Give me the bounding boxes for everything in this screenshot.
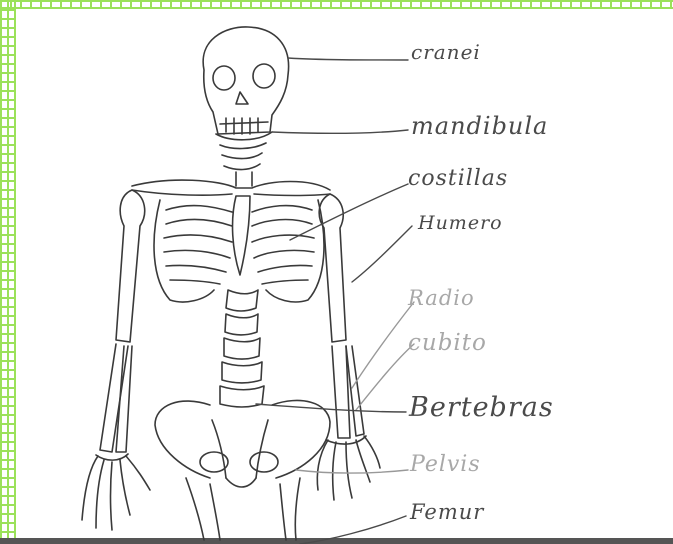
leader-femur — [300, 516, 406, 544]
shoulder-girdle — [132, 180, 330, 195]
leader-costillas — [290, 184, 408, 240]
label-radio: Radio — [408, 286, 475, 310]
leader-humero — [352, 226, 412, 282]
cervical-spine — [220, 143, 266, 186]
left-arm — [82, 190, 150, 530]
pelvis — [155, 400, 330, 487]
right-arm — [317, 194, 380, 500]
leader-craneo — [288, 58, 408, 60]
leader-vertebras — [256, 404, 406, 412]
label-craneo: cranei — [411, 40, 481, 64]
rib-cage — [154, 200, 324, 302]
label-vertebras: Bertebras — [409, 392, 554, 423]
lumbar-spine — [220, 290, 264, 407]
label-femur: Femur — [410, 500, 484, 524]
skull — [203, 27, 288, 140]
label-pelvis: Pelvis — [410, 452, 481, 477]
label-costillas: costillas — [408, 166, 508, 191]
label-cubito: cubito — [408, 330, 487, 356]
label-humero: Humero — [418, 212, 503, 234]
leader-pelvis — [296, 470, 408, 473]
leader-lines — [256, 58, 414, 544]
leader-cubito — [356, 344, 414, 410]
leader-mandibula — [272, 130, 408, 133]
sternum — [233, 196, 250, 275]
leader-radio — [352, 302, 414, 388]
label-mandibula: mandibula — [411, 112, 548, 140]
